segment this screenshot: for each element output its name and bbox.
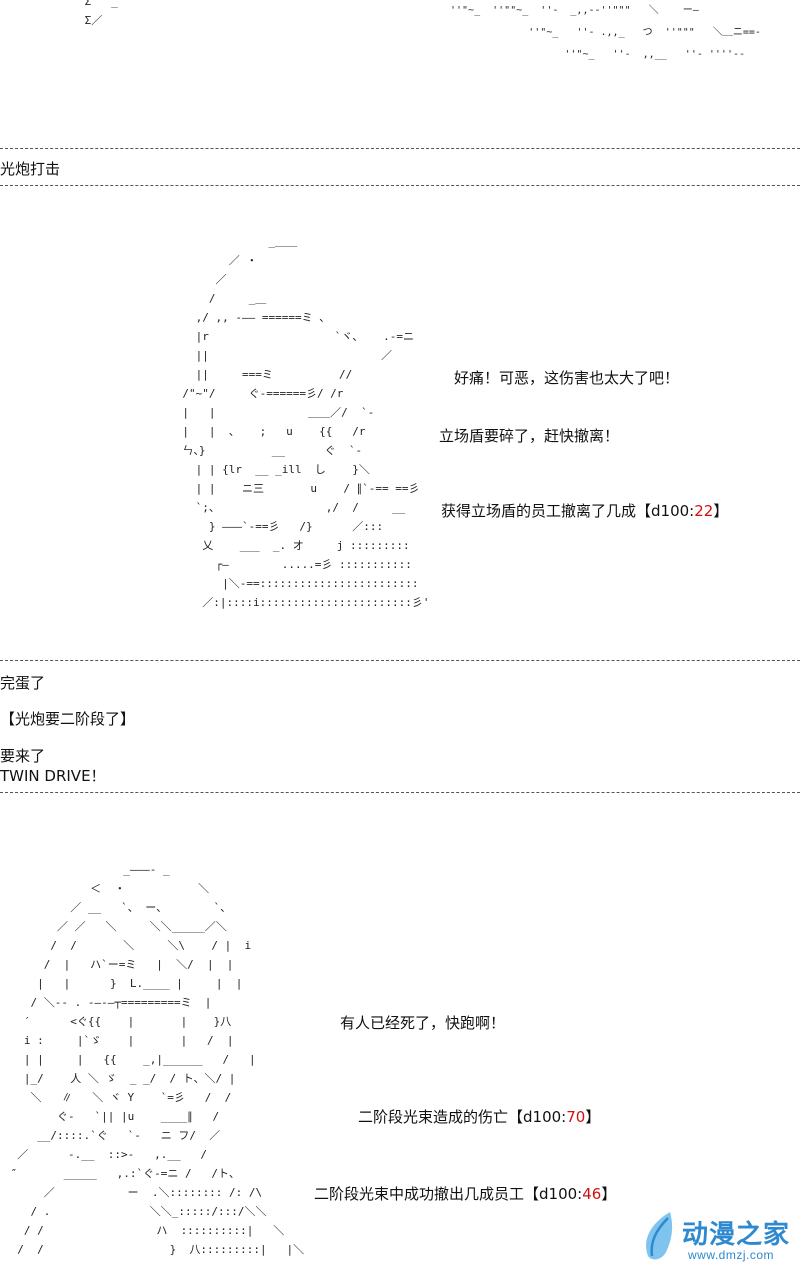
dice-roll-value: 46 — [582, 1185, 602, 1203]
dice-roll-text: 二阶段光束造成的伤亡【d100: — [358, 1108, 567, 1126]
brand-url: www.dmzj.com — [688, 1248, 775, 1262]
separator — [0, 148, 800, 149]
separator — [0, 792, 800, 793]
top-ascii-art-right: ''"~_ ''""~_ ''- _,,--''""" ＼ ー― ''"~_ '… — [450, 5, 761, 60]
watermark: 动漫之家 www.dmzj.com — [640, 1208, 796, 1268]
dice-roll-value: 22 — [694, 502, 714, 520]
dice-roll-line: 二阶段光束中成功撤出几成员工【d100:46】 — [314, 1183, 616, 1204]
top-ascii-art-left: Σ '_ Σ／ — [84, 0, 118, 27]
dice-roll-close: 】 — [713, 502, 729, 520]
section-heading: 光炮打击 — [0, 160, 61, 178]
leaf-logo-icon — [646, 1212, 673, 1260]
narration-line: 要来了 — [0, 747, 46, 765]
separator — [0, 660, 800, 661]
narration-line: TWIN DRIVE！ — [0, 767, 106, 785]
dice-roll-text: 二阶段光束中成功撤出几成员工【d100: — [314, 1185, 583, 1203]
dialog-line: 有人已经死了，快跑啊！ — [340, 1014, 506, 1032]
dice-roll-value: 70 — [566, 1108, 586, 1126]
dice-roll-line: 获得立场盾的员工撤离了几成【d100:22】 — [441, 500, 728, 521]
separator — [0, 185, 800, 186]
narration-line: 完蛋了 — [0, 674, 46, 692]
brand-name: 动漫之家 — [682, 1220, 791, 1250]
dialog-line: 立场盾要碎了，赶快撤离！ — [439, 427, 620, 445]
ascii-art-character-helmet: _―――- _ ＜ ・ ＼ ／ __ `、 ー、 `、 ／ ／ ＼ ＼＼____… — [10, 863, 305, 1256]
dice-roll-close: 】 — [585, 1108, 601, 1126]
dice-roll-close: 】 — [601, 1185, 617, 1203]
dialog-line: 好痛！可恶，这伤害也太大了吧！ — [454, 369, 680, 387]
narration-line: 【光炮要二阶段了】 — [0, 710, 136, 728]
ascii-art-character-shield: _＿＿ ／ ・ ／ / _＿ ,/ ,, -―― ======ミ 、 |r `ヾ… — [182, 235, 430, 609]
dice-roll-line: 二阶段光束造成的伤亡【d100:70】 — [358, 1106, 600, 1127]
dice-roll-text: 获得立场盾的员工撤离了几成【d100: — [441, 502, 695, 520]
